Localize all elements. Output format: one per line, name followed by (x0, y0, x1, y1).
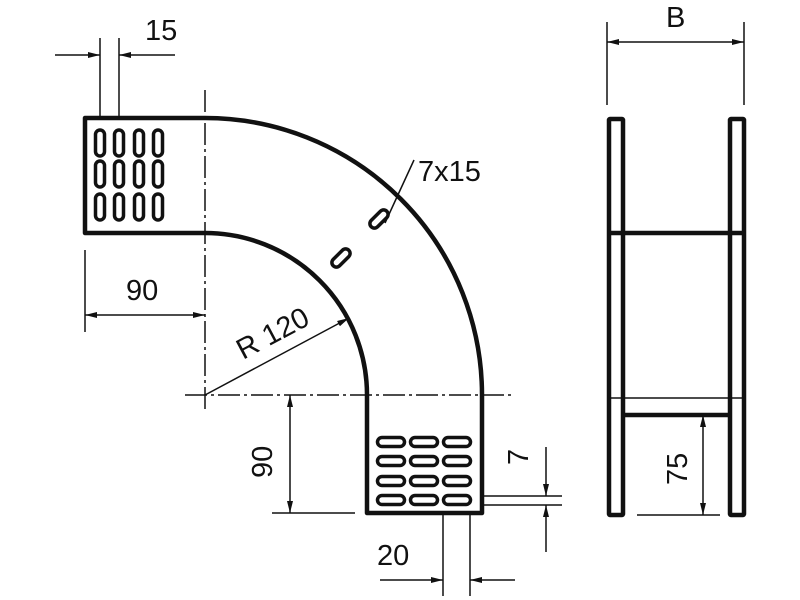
slot (375, 493, 407, 507)
arc-slot (368, 208, 390, 230)
slot (132, 159, 146, 189)
dimension-label: 7 (503, 449, 535, 465)
side-view: B 75 (606, 2, 747, 518)
slot (93, 192, 107, 222)
slot (112, 159, 126, 189)
slot (441, 493, 473, 507)
slot (93, 159, 107, 189)
dimension-label: R 120 (231, 302, 314, 367)
slot (151, 128, 165, 158)
slot (408, 454, 440, 468)
dimension-label: 15 (145, 15, 177, 47)
dimension-label: 90 (247, 446, 279, 478)
slot (132, 192, 146, 222)
dimension-slot-size: 7x15 (384, 156, 481, 224)
slot (441, 435, 473, 449)
slot (93, 128, 107, 158)
dimension-label: 20 (377, 540, 409, 572)
dimension-radius: R 120 (204, 302, 350, 396)
bend-plan-view (82, 115, 485, 516)
left-side-wall (606, 116, 626, 518)
left-slot-pattern (93, 128, 165, 222)
dimension-7: 7 (484, 447, 562, 552)
bottom-slot-pattern (375, 435, 473, 507)
slot (375, 435, 407, 449)
slot (151, 192, 165, 222)
slot (112, 192, 126, 222)
dimension-90-vertical: 90 (247, 395, 355, 514)
dimension-label-height: 75 (662, 453, 694, 485)
arc-slot (330, 247, 352, 269)
dimension-label-width: B (666, 2, 685, 34)
slot (408, 435, 440, 449)
slot (132, 128, 146, 158)
bend-outline (82, 115, 485, 516)
dimension-90-horizontal: 90 (84, 250, 205, 332)
dimension-label: 90 (126, 275, 158, 307)
slot (151, 159, 165, 189)
slot (375, 454, 407, 468)
slot (408, 493, 440, 507)
dimension-label: 7x15 (418, 156, 481, 188)
slot (408, 474, 440, 488)
dimension-15: 15 (55, 15, 177, 118)
slot (112, 128, 126, 158)
slot (441, 454, 473, 468)
slot (375, 474, 407, 488)
dimension-20: 20 (377, 515, 515, 596)
slot (441, 474, 473, 488)
right-side-wall (727, 116, 747, 518)
